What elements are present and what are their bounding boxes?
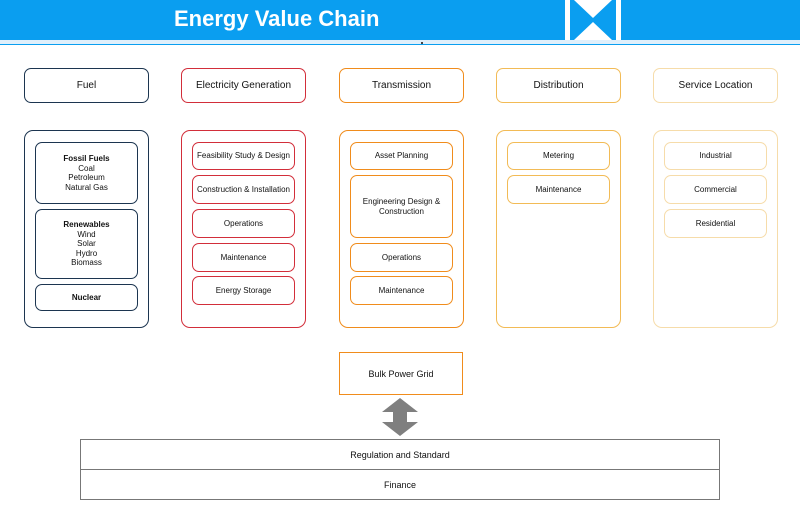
fuel-fossil-fuels: Fossil Fuels Coal Petroleum Natural Gas: [35, 142, 138, 204]
tx-maintenance: Maintenance: [350, 276, 453, 305]
page-title: Energy Value Chain: [174, 6, 380, 31]
double-arrow-icon: [382, 398, 418, 436]
fuel-nuclear: Nuclear: [35, 284, 138, 311]
gen-operations: Operations: [192, 209, 295, 238]
fossil-natural-gas: Natural Gas: [65, 182, 108, 192]
header-distribution: Distribution: [496, 68, 621, 103]
renewables-biomass: Biomass: [71, 258, 102, 268]
fossil-fuels-heading: Fossil Fuels: [63, 154, 110, 163]
regulation-and-standard-bar: Regulation and Standard: [80, 439, 720, 470]
fuel-renewables: Renewables Wind Solar Hydro Biomass: [35, 209, 138, 279]
header-banner: [0, 0, 800, 40]
bulk-power-grid: Bulk Power Grid: [339, 352, 463, 395]
renewables-heading: Renewables: [63, 220, 110, 230]
tx-operations: Operations: [350, 243, 453, 272]
svc-industrial: Industrial: [664, 142, 767, 170]
finance-bar: Finance: [80, 469, 720, 500]
fossil-coal: Coal: [78, 163, 95, 173]
fossil-petroleum: Petroleum: [68, 173, 105, 182]
header-transmission: Transmission: [339, 68, 464, 103]
header-dot: [421, 42, 423, 44]
renewables-wind: Wind: [77, 229, 96, 239]
tx-engineering-design: Engineering Design & Construction: [350, 175, 453, 238]
renewables-solar: Solar: [77, 239, 96, 249]
tx-asset-planning: Asset Planning: [350, 142, 453, 170]
gen-energy-storage: Energy Storage: [192, 276, 295, 305]
header-underline: [0, 40, 800, 45]
header-service-location: Service Location: [653, 68, 778, 103]
dist-metering: Metering: [507, 142, 610, 170]
nuclear-heading: Nuclear: [71, 292, 102, 302]
svc-residential: Residential: [664, 209, 767, 238]
gen-construction-installation: Construction & Installation: [192, 175, 295, 204]
gen-maintenance: Maintenance: [192, 243, 295, 272]
header-fuel: Fuel: [24, 68, 149, 103]
gen-feasibility-study: Feasibility Study & Design: [192, 142, 295, 170]
svc-commercial: Commercial: [664, 175, 767, 204]
header-electricity-generation: Electricity Generation: [181, 68, 306, 103]
renewables-hydro: Hydro: [75, 248, 98, 258]
logo-icon: [565, 0, 621, 40]
dist-maintenance: Maintenance: [507, 175, 610, 204]
